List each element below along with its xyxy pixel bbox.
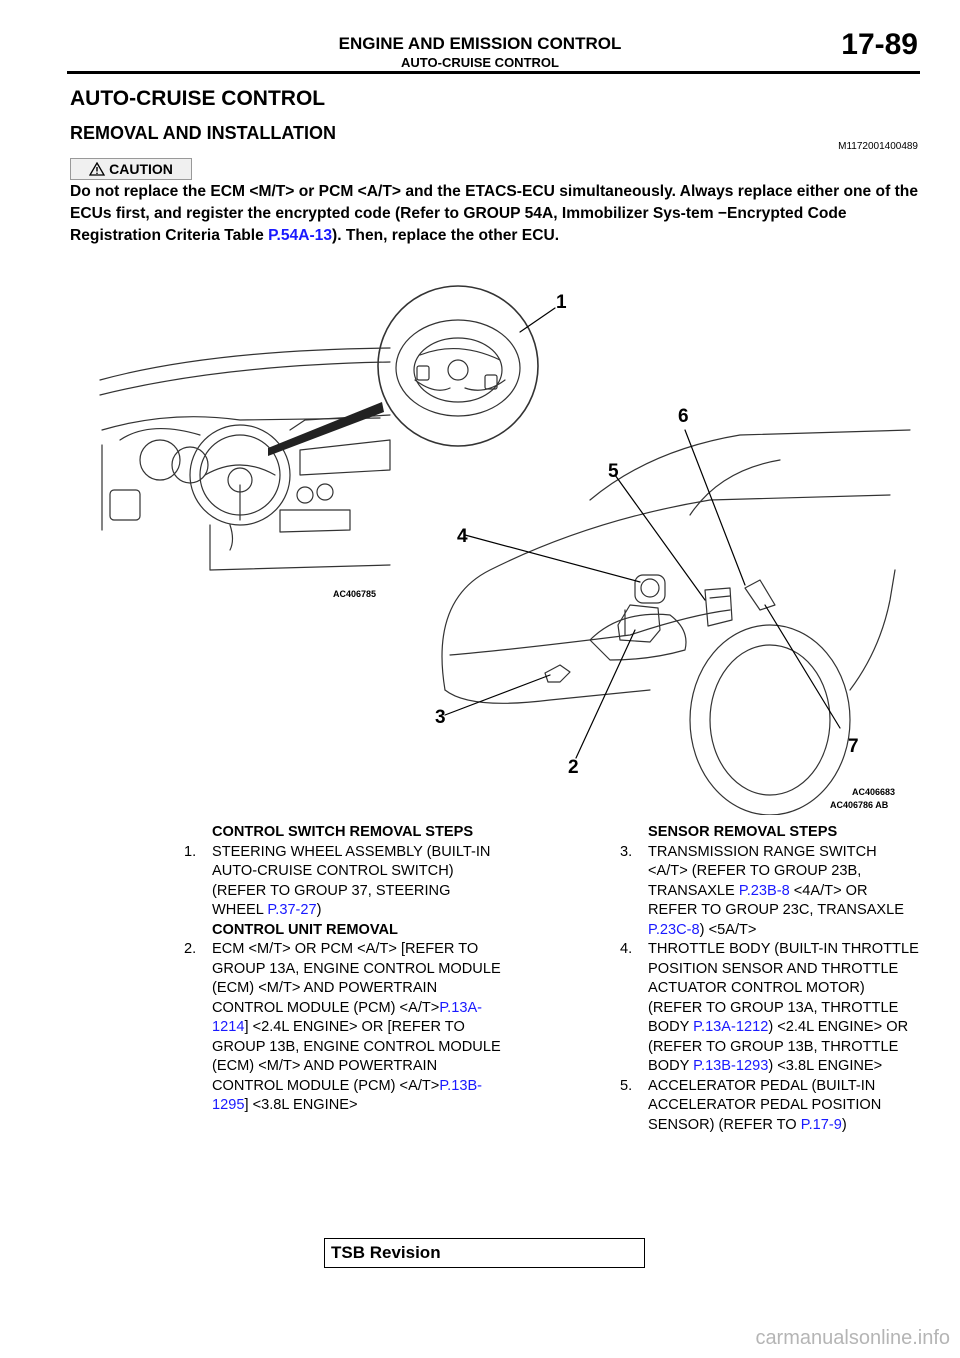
caution-text-part1: Do not replace the ECM <M/T> or PCM <A/T…	[70, 183, 919, 244]
caution-label: CAUTION	[109, 161, 173, 177]
caution-link[interactable]: P.54A-13	[268, 227, 333, 244]
item-text: THROTTLE BODY (BUILT-IN THROTTLE POSITIO…	[648, 940, 920, 1077]
caution-badge: CAUTION	[70, 158, 192, 180]
accelerator-pedal-sensor	[704, 587, 733, 627]
page-number: 17-89	[841, 28, 918, 61]
link-p23c-8[interactable]: P.23C-8	[648, 921, 700, 938]
callout-5: 5	[608, 461, 619, 482]
list-item: 4. THROTTLE BODY (BUILT-IN THROTTLE POSI…	[620, 940, 920, 1077]
callout-2: 2	[568, 757, 579, 778]
control-switch-heading: CONTROL SWITCH REMOVAL STEPS	[212, 824, 474, 840]
list-item: 1. STEERING WHEEL ASSEMBLY (BUILT-IN AUT…	[184, 843, 504, 921]
item-2-mid: ] <2.4L ENGINE> OR [REFER TO GROUP 13B, …	[212, 1019, 501, 1094]
item-text: STEERING WHEEL ASSEMBLY (BUILT-IN AUTO-C…	[212, 843, 504, 921]
control-unit-heading: CONTROL UNIT REMOVAL	[212, 921, 398, 938]
warning-icon	[89, 162, 106, 176]
item-number: 3.	[620, 843, 633, 860]
item-1-tail: )	[316, 902, 322, 918]
header-title: ENGINE AND EMISSION CONTROL	[338, 34, 622, 53]
item-5-tail: )	[841, 1116, 847, 1133]
caution-text-part2: ). Then, replace the other ECU.	[332, 227, 560, 244]
leader-lines	[444, 307, 841, 759]
link-p17-9[interactable]: P.17-9	[800, 1116, 842, 1133]
item-number: 2.	[184, 941, 197, 957]
item-3-mid: <4A/T> OR REFER TO GROUP 23C, TRANSAXLE	[648, 882, 905, 919]
item-4-text: THROTTLE BODY (BUILT-IN THROTTLE POSITIO…	[648, 941, 919, 1035]
dashboard-illustration	[99, 347, 391, 571]
figure-code-right-2: AC406786 AB	[830, 800, 889, 810]
list-item: 2. ECM <M/T> OR PCM <A/T> [REFER TO GROU…	[184, 940, 504, 1116]
link-p13b-1295[interactable]: P.13B-1295	[212, 1077, 483, 1114]
component-location-figure: 1 2 3 4 5 6 7 AC406785 AC406683 AC406786…	[99, 285, 911, 815]
section-title: AUTO-CRUISE CONTROL	[70, 87, 326, 110]
link-p13b-1293[interactable]: P.13B-1293	[693, 1058, 769, 1074]
item-2-tail: ] <3.8L ENGINE>	[244, 1097, 358, 1113]
section-subtitle: REMOVAL AND INSTALLATION	[70, 123, 336, 143]
steering-wheel-detail	[377, 285, 539, 447]
callout-4: 4	[457, 526, 468, 547]
sensor-removal-heading: SENSOR REMOVAL STEPS	[648, 824, 838, 840]
list-item: 5. ACCELERATOR PEDAL (BUILT-IN ACCELERAT…	[620, 1077, 920, 1136]
link-p13a-1212[interactable]: P.13A-1212	[693, 1019, 769, 1035]
right-column: SENSOR REMOVAL STEPS 3. TRANSMISSION RAN…	[620, 823, 920, 1135]
header-subtitle: AUTO-CRUISE CONTROL	[401, 55, 559, 70]
item-2-text: ECM <M/T> OR PCM <A/T> [REFER TO GROUP 1…	[212, 941, 501, 1016]
link-p13a-1214[interactable]: P.13A-1214	[212, 999, 483, 1036]
ecm-module	[617, 604, 661, 643]
figure-code-right-1: AC406683	[852, 787, 895, 797]
figure-code-left: AC406785	[333, 589, 376, 599]
left-column: CONTROL SWITCH REMOVAL STEPS 1. STEERING…	[184, 823, 504, 1116]
item-number: 5.	[620, 1077, 633, 1094]
caution-text: Do not replace the ECM <M/T> or PCM <A/T…	[70, 181, 930, 247]
item-number: 1.	[184, 843, 197, 860]
watermark: carmanualsonline.info	[755, 1327, 950, 1349]
transmission-range-switch	[544, 664, 571, 683]
item-5-text: ACCELERATOR PEDAL (BUILT-IN ACCELERATOR …	[648, 1077, 882, 1133]
item-4-mid: ) <2.4L ENGINE> OR (REFER TO GROUP 13B, …	[648, 1019, 909, 1074]
vehicle-illustration	[441, 429, 911, 815]
header-rule	[67, 71, 920, 74]
callout-6: 6	[678, 406, 689, 427]
link-p23b-8[interactable]: P.23B-8	[738, 882, 790, 899]
item-3-tail: ) <5A/T>	[699, 921, 757, 938]
throttle-body	[634, 574, 666, 604]
item-text: ECM <M/T> OR PCM <A/T> [REFER TO GROUP 1…	[212, 940, 504, 1116]
item-text: TRANSMISSION RANGE SWITCH <A/T> (REFER T…	[648, 843, 920, 941]
item-1-text: STEERING WHEEL ASSEMBLY (BUILT-IN AUTO-C…	[212, 843, 491, 919]
tsb-revision-box: TSB Revision	[324, 1238, 645, 1268]
list-item: 3. TRANSMISSION RANGE SWITCH <A/T> (REFE…	[620, 843, 920, 941]
link-p37-27[interactable]: P.37-27	[267, 902, 317, 918]
item-4-tail: ) <3.8L ENGINE>	[768, 1058, 883, 1074]
item-number: 4.	[620, 941, 633, 957]
section-code: M1172001400489	[838, 141, 918, 152]
callout-1: 1	[556, 292, 567, 313]
callout-3: 3	[435, 707, 446, 728]
item-text: ACCELERATOR PEDAL (BUILT-IN ACCELERATOR …	[648, 1077, 920, 1136]
accelerator-pedal	[744, 579, 776, 611]
item-3-text: TRANSMISSION RANGE SWITCH <A/T> (REFER T…	[648, 843, 877, 899]
steering-pointer	[268, 402, 384, 456]
callout-7: 7	[848, 736, 859, 757]
